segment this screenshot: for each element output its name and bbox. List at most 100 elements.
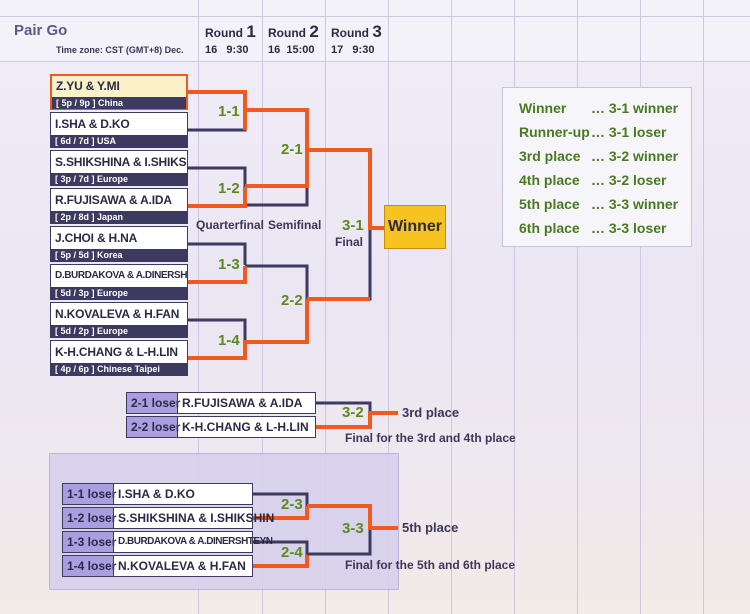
match-label: 2-1 [281, 141, 303, 158]
team-card[interactable]: J.CHOI & H.NA [ 5p / 5d ] Korea [50, 226, 188, 262]
stage-quarterfinal: Quarterfinal [196, 218, 265, 232]
line-2-1-winner-b [245, 150, 309, 188]
team-rank: [ 5p / 9p ] China [52, 97, 186, 109]
line-1-4-upper [188, 318, 247, 340]
loser-tag: 1-2 loser [63, 508, 116, 528]
team-card[interactable]: I.SHA & D.KO [ 6d / 7d ] USA [50, 112, 188, 148]
line-1-3-winner [188, 266, 247, 284]
line-2-3-winner [253, 506, 309, 520]
round-3-label: Round 3 [331, 22, 382, 41]
team-name: N.KOVALEVA & H.FAN [55, 307, 180, 321]
page-title: Pair Go [14, 22, 68, 39]
grid-line [198, 0, 199, 614]
team-name: S.SHIKSHINA & I.SHIKSHIN [55, 155, 187, 169]
fifth-place-entry[interactable]: 1-1 loser I.SHA & D.KO [62, 483, 253, 505]
line-2-2-winner [245, 299, 309, 344]
match-label: 3-1 [342, 217, 364, 234]
line-1-2-upper [188, 166, 247, 187]
timezone-label: Time zone: CST (GMT+8) Dec. [56, 45, 184, 55]
team-card[interactable]: N.KOVALEVA & H.FAN [ 5d / 2p ] Europe [50, 302, 188, 338]
stage-semifinal: Semifinal [268, 218, 322, 232]
third-place-entry[interactable]: 2-1 loser R.FUJISAWA & A.IDA [126, 392, 316, 414]
fifth-place-entry[interactable]: 1-3 loser D.BURDAKOVA & A.DINERSHTEYN [62, 531, 273, 553]
loser-tag: 1-4 loser [63, 556, 116, 576]
grid-line [325, 0, 326, 614]
grid-line [0, 16, 750, 17]
line-3-1-winner [307, 148, 384, 230]
team-name: J.CHOI & H.NA [55, 231, 138, 245]
line-1-3-upper [188, 242, 247, 265]
team-rank: [ 2p / 8d ] Japan [51, 211, 187, 224]
round-3-time: 17 9:30 [331, 44, 375, 56]
legend-row: 4th place… 3-2 loser [519, 172, 667, 188]
placement-legend: Winner… 3-1 winner Runner-up… 3-1 loser … [502, 87, 692, 247]
legend-row: Winner… 3-1 winner [519, 100, 679, 116]
line-2-3-upper [253, 492, 309, 506]
third-place-entry[interactable]: 2-2 loser K-H.CHANG & L-H.LIN [126, 416, 316, 438]
legend-row: 5th place… 3-3 winner [519, 196, 679, 212]
grid-line [703, 0, 704, 614]
stage-final: Final [335, 235, 364, 249]
loser-name: D.BURDAKOVA & A.DINERSHTEYN [113, 532, 273, 552]
loser-name: S.SHIKSHINA & I.SHIKSHIN [113, 508, 274, 528]
team-card[interactable]: D.BURDAKOVA & A.DINERSHTEYN [ 5d / 3p ] … [50, 264, 188, 300]
legend-row: 6th place… 3-3 loser [519, 220, 667, 236]
line-2-2-upper [245, 264, 309, 300]
legend-row: 3rd place… 3-2 winner [519, 148, 679, 164]
loser-name: N.KOVALEVA & H.FAN [113, 556, 246, 576]
team-card[interactable]: Z.YU & Y.MI [ 5p / 9p ] China [50, 74, 188, 110]
team-name: R.FUJISAWA & A.IDA [55, 193, 172, 207]
loser-tag: 2-2 loser [127, 417, 180, 437]
match-label: 1-1 [218, 103, 240, 120]
line-2-4-upper [253, 540, 309, 554]
team-card[interactable]: K-H.CHANG & L-H.LIN [ 4p / 6p ] Chinese … [50, 340, 188, 376]
line-3-2-winner [316, 411, 398, 429]
match-label: 3-3 [342, 520, 364, 537]
match-label: 1-2 [218, 180, 240, 197]
round-2-time: 16 15:00 [268, 44, 315, 56]
grid-line [577, 0, 578, 614]
round-1-time: 16 9:30 [205, 44, 249, 56]
loser-tag: 1-1 loser [63, 484, 116, 504]
line-3-2-upper [316, 401, 372, 413]
line-2-1-lower [245, 150, 309, 207]
match-label: 1-4 [218, 332, 240, 349]
team-card[interactable]: S.SHIKSHINA & I.SHIKSHIN [ 3p / 7d ] Eur… [50, 150, 188, 186]
stage-fifth-final: Final for the 5th and 6th place [345, 558, 516, 572]
grid-line [388, 0, 389, 614]
stage-third-final: Final for the 3rd and 4th place [345, 431, 516, 445]
grid-line [262, 0, 263, 614]
loser-name: K-H.CHANG & L-H.LIN [177, 417, 309, 437]
winner-box: Winner [384, 205, 446, 249]
line-1-1-winner [188, 90, 247, 130]
team-name: D.BURDAKOVA & A.DINERSHTEYN [55, 270, 187, 281]
team-rank: [ 3p / 7d ] Europe [51, 173, 187, 186]
team-name: K-H.CHANG & L-H.LIN [55, 345, 178, 359]
stage-fifth-place: 5th place [402, 520, 459, 535]
team-rank: [ 6d / 7d ] USA [51, 135, 187, 148]
grid-line [640, 0, 641, 614]
line-1-2-winner [188, 187, 247, 208]
match-label: 1-3 [218, 256, 240, 273]
line-3-3-lower [307, 528, 372, 556]
grid-line [514, 0, 515, 614]
team-rank: [ 5d / 3p ] Europe [51, 287, 187, 300]
legend-row: Runner-up… 3-1 loser [519, 124, 667, 140]
loser-name: I.SHA & D.KO [113, 484, 195, 504]
fifth-place-entry[interactable]: 1-2 loser S.SHIKSHINA & I.SHIKSHIN [62, 507, 274, 529]
team-card[interactable]: R.FUJISAWA & A.IDA [ 2p / 8d ] Japan [50, 188, 188, 224]
loser-tag: 2-1 loser [127, 393, 180, 413]
stage-third-place: 3rd place [402, 405, 460, 420]
round-1-label: Round 1 [205, 22, 256, 41]
match-label: 2-2 [281, 292, 303, 309]
line-1-4-winner [188, 340, 247, 360]
loser-name: R.FUJISAWA & A.IDA [177, 393, 302, 413]
loser-tag: 1-3 loser [63, 532, 116, 552]
round-2-label: Round 2 [268, 22, 319, 41]
match-label: 2-4 [281, 544, 303, 561]
fifth-place-entry[interactable]: 1-4 loser N.KOVALEVA & H.FAN [62, 555, 253, 577]
match-label: 3-2 [342, 404, 364, 421]
line-2-4-winner [253, 554, 309, 568]
line-3-3-winner [307, 504, 398, 530]
